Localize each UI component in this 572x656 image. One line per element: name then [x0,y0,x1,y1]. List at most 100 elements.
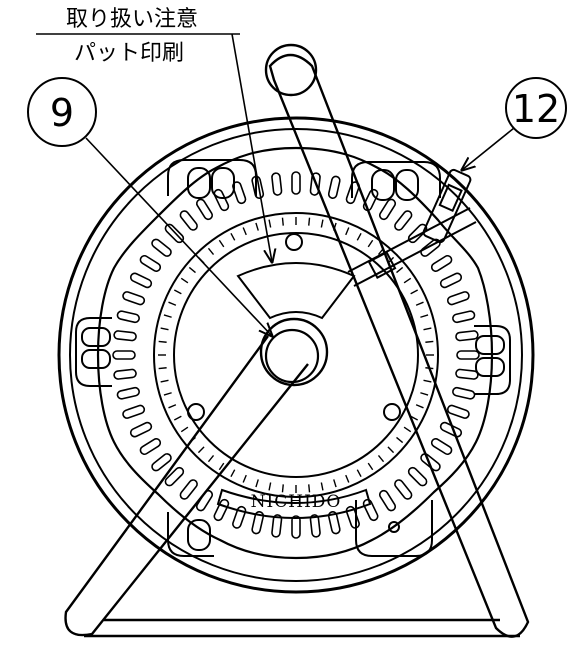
callout-9-number: 9 [50,91,74,135]
notch [387,446,395,454]
rib [327,175,341,199]
rib [407,466,428,487]
notch [242,474,247,483]
callout-12-number: 12 [512,87,560,131]
rib [113,368,137,380]
notch [180,426,189,433]
notch [158,340,167,343]
notch [333,479,337,488]
rib-ring-inner [158,217,434,493]
notch [218,239,225,248]
notch [423,379,432,383]
rib [116,386,140,400]
notch [197,446,205,454]
notch [281,484,284,493]
rib [122,291,146,306]
rib [213,188,230,212]
rib [129,272,153,289]
notch [367,239,374,248]
notch [230,469,236,478]
rib [291,171,301,195]
stand-frame [64,43,530,638]
notch [320,219,324,228]
rib [309,514,321,538]
rib [362,188,379,212]
reel-flange [57,116,535,594]
notch [415,404,424,409]
reel-inner-plate [96,146,494,560]
notch [188,266,196,274]
rib [362,498,379,522]
rib [271,172,283,196]
rib [129,421,153,438]
rib [327,511,341,535]
notch [230,232,236,241]
print-method-label: パット印刷 [74,41,184,66]
rib [179,210,198,231]
brand-logo-text: NICHIDO [251,492,342,512]
rib [394,210,413,231]
notch [158,367,167,370]
rib [456,350,480,360]
rib [420,453,441,472]
notch [163,392,172,396]
notch [420,392,429,396]
notch [218,462,225,471]
rib [113,330,137,342]
notch [207,455,215,463]
pad-print-area [236,262,356,320]
reel-hub [153,212,439,498]
rib [378,489,397,512]
brand-plate: NICHIDO [216,488,372,519]
notch [207,247,215,255]
rib [430,437,453,456]
rib [195,198,214,221]
notch [356,469,362,478]
rib [291,515,301,539]
rib [455,368,479,380]
notch [255,479,259,488]
rib [139,254,162,273]
rib [452,310,476,324]
rib [112,350,136,360]
axle [259,317,329,387]
notch [173,415,182,421]
notch [423,327,432,331]
rib [430,254,453,273]
notch [345,474,350,483]
notch [396,436,404,444]
rib [139,437,162,456]
notch [168,301,177,306]
rib [232,181,247,205]
notch [377,455,385,463]
notch [160,379,169,383]
notch [345,227,350,236]
notch [356,232,362,241]
notch [420,314,429,318]
notch [255,222,259,231]
notch [281,217,284,226]
notch [415,301,424,306]
rib [151,453,172,472]
rib-ring-outer [112,171,480,539]
caution-label: 取り扱い注意 [66,7,198,32]
print-callout: 取り扱い注意 パット印刷 [36,7,272,262]
notch [403,426,412,433]
notch [308,484,311,493]
notch [268,482,272,491]
notch [410,289,419,295]
rib [378,198,397,221]
notch [168,404,177,409]
rib [122,404,146,419]
notch [403,277,412,284]
rib [179,479,198,500]
notch [163,314,172,318]
rib [452,386,476,400]
rib [446,404,470,419]
notch [180,277,189,284]
notch [425,340,434,343]
notch [367,462,374,471]
callout-9: 9 [27,77,272,336]
rib [271,514,283,538]
